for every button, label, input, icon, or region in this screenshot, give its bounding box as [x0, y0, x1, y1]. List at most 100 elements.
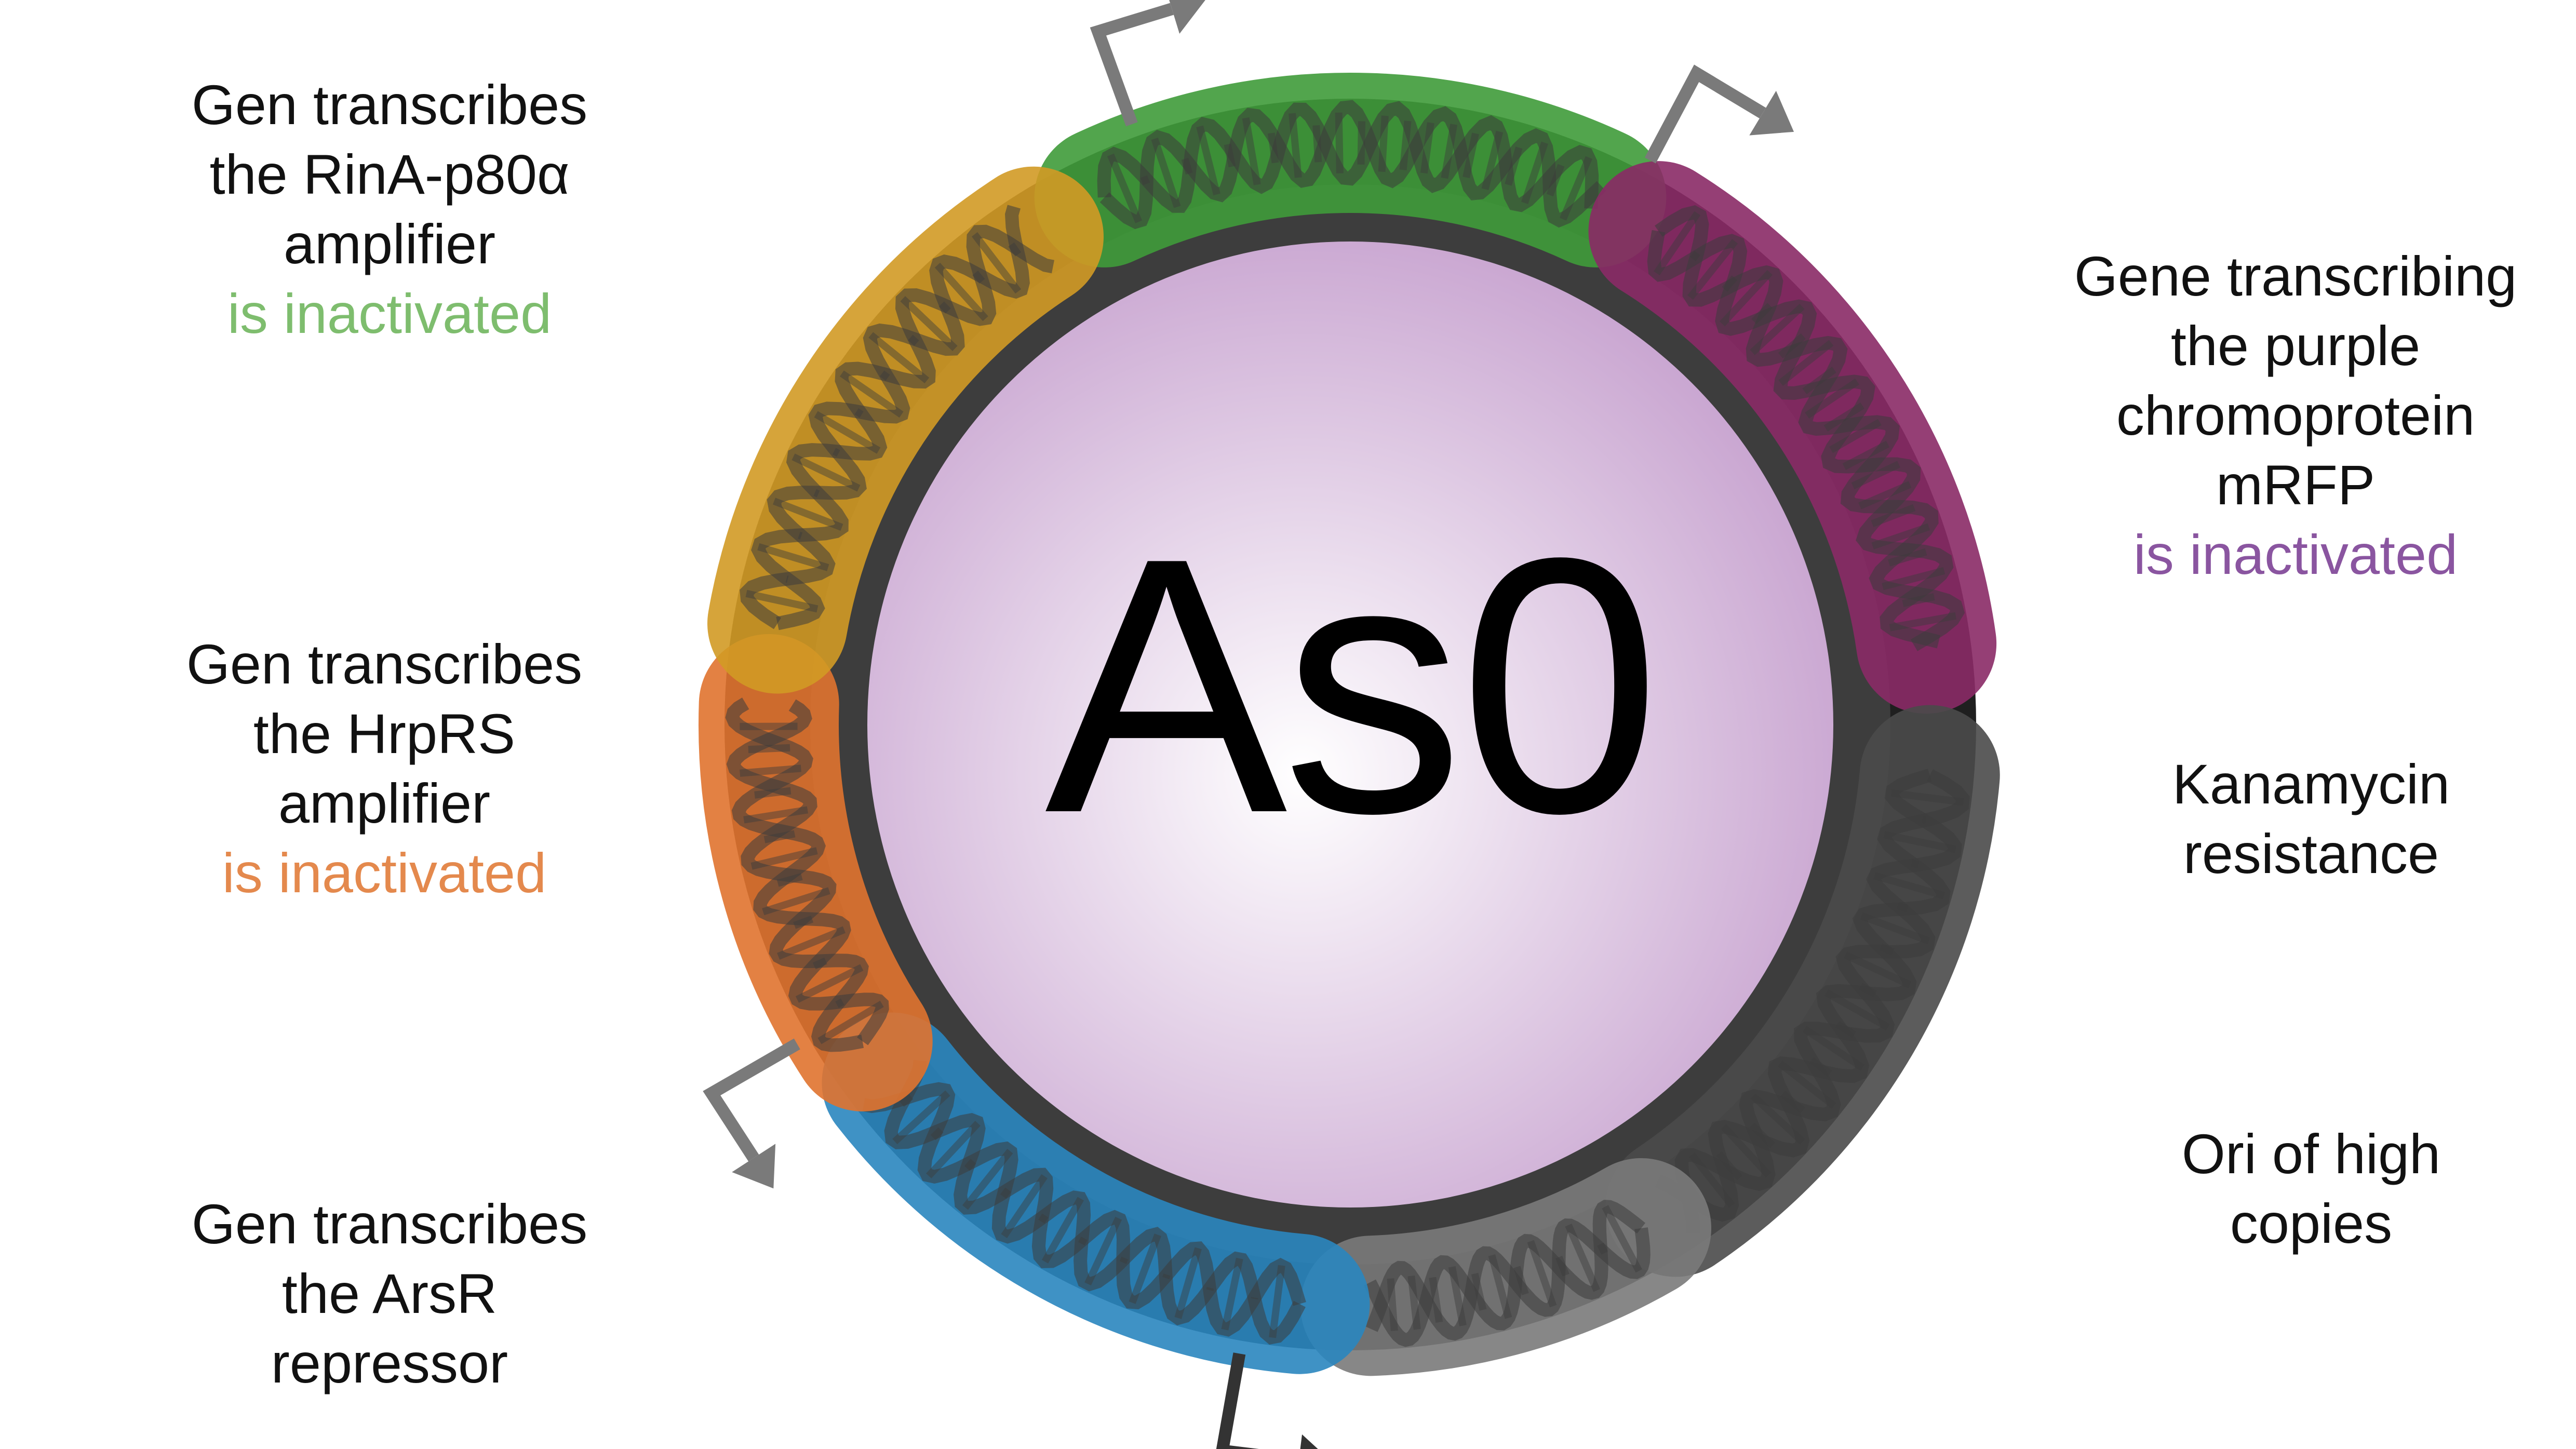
dna-rung: [1505, 146, 1523, 186]
dna-helix-strand: [1655, 205, 1965, 651]
dna-rung: [1001, 1174, 1048, 1239]
label-hrprs-amplifier: Gen transcribes the HrpRS amplifier is i…: [140, 629, 628, 908]
dna-rung: [1555, 1256, 1569, 1277]
dna-rung: [1890, 789, 1964, 806]
dna-rung: [1721, 1124, 1772, 1178]
dna-rung: [1129, 1233, 1161, 1304]
label-line: Kanamycin: [2172, 753, 2450, 815]
dna-rung: [1829, 419, 1882, 453]
dna-rung: [1267, 132, 1279, 164]
dna-rung: [1824, 989, 1890, 1031]
orange-gene-segment: [699, 634, 933, 1111]
dna-rung: [1749, 1122, 1775, 1148]
dna-rung: [1751, 303, 1773, 325]
dna-rung: [813, 489, 820, 498]
label-line: the purple: [2170, 314, 2421, 377]
dna-rung: [1902, 593, 1935, 607]
dna-rung: [1174, 1247, 1202, 1319]
dna-rung: [748, 744, 790, 754]
dna-rung: [1859, 983, 1877, 997]
blue-gene-segment: [822, 1012, 1370, 1374]
dna-rung: [1221, 1257, 1243, 1331]
dark-gray-segment-band: [1605, 705, 2000, 1277]
dna-rung: [1242, 117, 1261, 185]
dna-rung: [743, 806, 809, 824]
dna-helix-strand: [862, 1082, 1306, 1345]
label-line: Gene transcribing: [2074, 245, 2517, 307]
dna-rung: [754, 787, 791, 799]
dna-rung: [1387, 1278, 1398, 1331]
dna-helix-strand: [1363, 1200, 1646, 1347]
dna-rung: [1719, 270, 1773, 327]
dna-helix-strand: [1647, 230, 1954, 649]
dna-rung: [763, 830, 796, 843]
dna-rung: [1463, 132, 1479, 179]
green-gene-segment: [1034, 73, 1667, 267]
dna-rung: [1008, 242, 1022, 257]
dna-rung: [817, 1000, 884, 1044]
dna-rung: [757, 543, 829, 571]
dna-rung: [1041, 1197, 1084, 1264]
plasmid-name: As0: [1044, 482, 1661, 889]
dna-rung: [868, 332, 930, 384]
dna-rung: [1407, 1275, 1421, 1330]
dna-rung: [791, 453, 861, 492]
dna-rung: [1196, 125, 1220, 196]
dna-rung: [1481, 130, 1504, 191]
dna-rung: [776, 873, 803, 887]
dna-rung: [1162, 1273, 1171, 1280]
label-line: Gen transcribes: [191, 1192, 588, 1255]
dna-rung: [1107, 153, 1143, 223]
dna-rung: [762, 887, 830, 916]
dna-rung: [962, 1148, 1013, 1210]
purple-gene-segment-band: [1588, 161, 1997, 714]
label-line: the RinA-p80α: [209, 143, 570, 206]
dna-rung: [1802, 1026, 1864, 1071]
label-line: amplifier: [283, 212, 496, 275]
label-ori: Ori of high copies: [2077, 1119, 2545, 1258]
dna-rung: [1602, 1205, 1642, 1273]
dna-rung: [1888, 548, 1927, 567]
dna-helix-strand: [725, 697, 889, 1045]
dna-helix-strand: [884, 1059, 1306, 1337]
dna-rung: [880, 370, 890, 381]
dna-rung: [1842, 440, 1890, 470]
dna-rung: [1471, 1272, 1487, 1311]
dna-rung: [1429, 1277, 1443, 1323]
dna-rung: [1181, 157, 1193, 175]
dna-rung: [1835, 1021, 1856, 1038]
dna-rung: [1038, 1213, 1049, 1224]
dna-rung: [1335, 112, 1344, 173]
dna-rung: [1546, 164, 1565, 197]
status-inactivated: is inactivated: [222, 841, 547, 904]
dna-rung: [1441, 124, 1458, 179]
label-line: copies: [2230, 1192, 2393, 1255]
promoter-arrow-icon: [1216, 1352, 1318, 1449]
dna-rung: [1289, 113, 1302, 178]
dna-rung: [1687, 239, 1738, 300]
dna-helix-strand: [1655, 769, 1970, 1222]
dna-rung: [1722, 275, 1738, 292]
dna-rung: [1151, 137, 1181, 208]
status-inactivated: is inactivated: [2133, 523, 2458, 586]
dna-rung: [1119, 1256, 1129, 1264]
dna-helix-strand: [751, 224, 1054, 630]
dna-rung: [1823, 402, 1864, 432]
plasmid-center: [867, 242, 1833, 1208]
dna-rung: [1716, 1151, 1743, 1180]
dna-rung: [1882, 567, 1946, 591]
label-line: mRFP: [2216, 453, 2375, 516]
dna-rung: [1858, 481, 1912, 509]
dna-rung: [972, 270, 985, 284]
dna-rung: [1689, 250, 1700, 262]
dna-rung: [1750, 1093, 1805, 1145]
dna-rung: [1565, 1224, 1601, 1292]
label-line: the ArsR: [281, 1262, 498, 1325]
dna-rung: [1357, 121, 1366, 165]
label-rina-amplifier: Gen transcribes the RinA-p80α amplifier …: [145, 70, 634, 348]
label-line: chromoprotein: [2116, 384, 2475, 447]
dna-helix-strand: [726, 699, 869, 1052]
dna-rung: [1879, 943, 1895, 956]
dna-rung: [900, 296, 958, 351]
